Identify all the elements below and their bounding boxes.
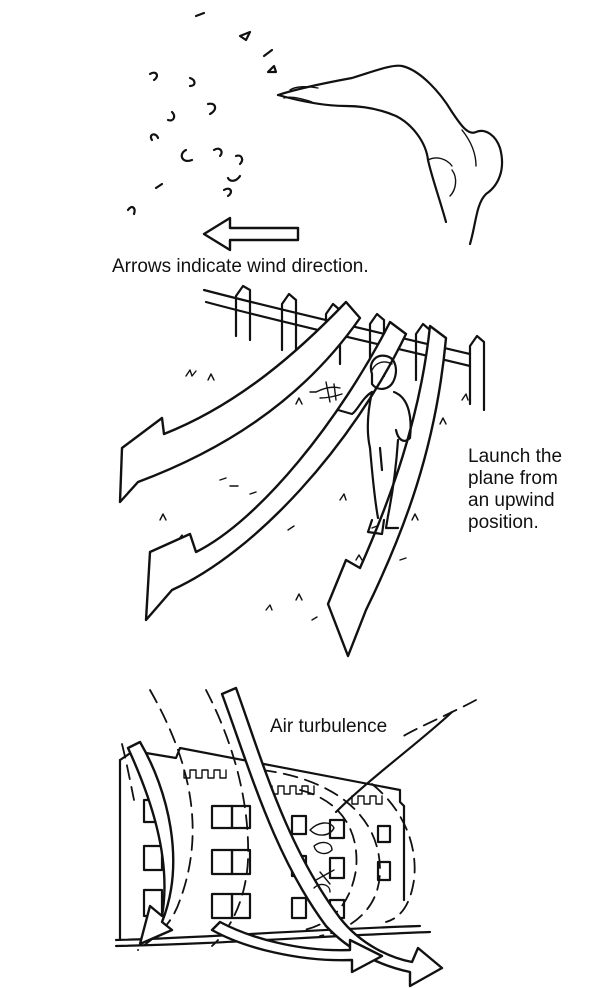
tumbling-plane (309, 822, 335, 893)
turbulence-arrow-main (220, 686, 444, 988)
turbulence-caption: Air turbulence (270, 716, 387, 737)
launch-caption-line-1: Launch the (468, 446, 562, 467)
incoming-wind-line (334, 710, 454, 814)
launch-caption-line-2: plane from (468, 468, 558, 489)
wind-arrow-3 (326, 324, 448, 658)
panel-launch-position (118, 284, 486, 658)
wind-arrow-2 (144, 320, 408, 622)
hand (276, 64, 504, 246)
wind-arrow-1 (118, 300, 362, 504)
panel-wind-test (126, 11, 504, 252)
model-plane (309, 381, 343, 403)
turbulence-arrow-left (126, 740, 175, 946)
launch-caption-line-3: an upwind (468, 490, 555, 511)
leaves (126, 11, 278, 216)
panel-air-turbulence (114, 686, 477, 988)
turbulence-arrow-loop (210, 920, 384, 974)
wind-direction-arrow (202, 216, 300, 252)
wind-direction-caption: Arrows indicate wind direction. (112, 256, 369, 277)
launch-caption: Launch the plane from an upwind position… (468, 446, 567, 533)
boy-figure (336, 354, 412, 536)
launch-caption-line-4: position. (468, 512, 539, 533)
